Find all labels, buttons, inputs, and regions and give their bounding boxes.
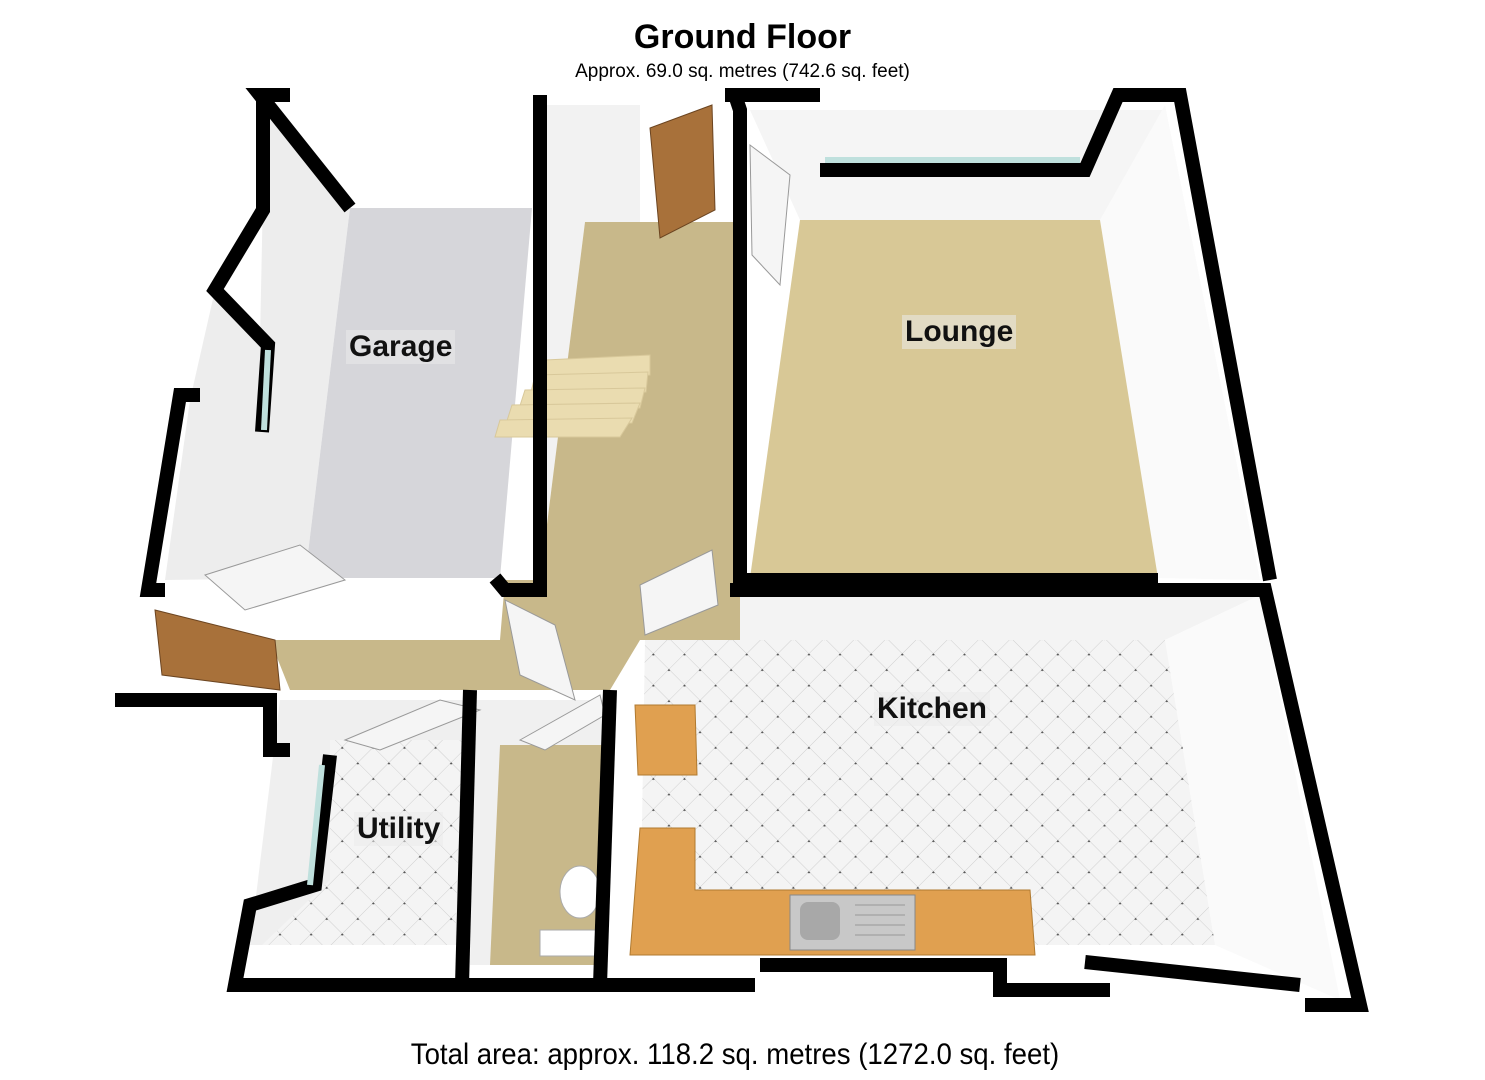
- windows: [261, 157, 1080, 886]
- kitchen-worktop-small: [634, 704, 698, 776]
- floor-area-subtitle: Approx. 69.0 sq. metres (742.6 sq. feet): [575, 61, 910, 82]
- floor-title: Ground Floor: [633, 18, 852, 56]
- lounge-floor: [750, 220, 1158, 578]
- outer-walls: [115, 88, 1369, 1012]
- room-label-garage: Garage: [346, 330, 456, 364]
- kitchen-worktop: [629, 827, 1036, 956]
- room-label-kitchen: Kitchen: [874, 692, 991, 726]
- toilet-icon: [539, 865, 601, 957]
- kitchen-floor: [640, 640, 1215, 945]
- garage-floor: [305, 208, 532, 578]
- hall-floor: [270, 222, 740, 690]
- room-label-lounge: Lounge: [902, 315, 1017, 349]
- total-area: Total area: approx. 118.2 sq. metres (12…: [410, 1038, 1060, 1071]
- internal-doors[interactable]: [204, 143, 791, 751]
- sink-icon: [789, 894, 916, 951]
- front-door[interactable]: [649, 104, 716, 239]
- staircase: [494, 354, 651, 438]
- side-door[interactable]: [154, 609, 281, 691]
- room-label-utility: Utility: [354, 812, 444, 846]
